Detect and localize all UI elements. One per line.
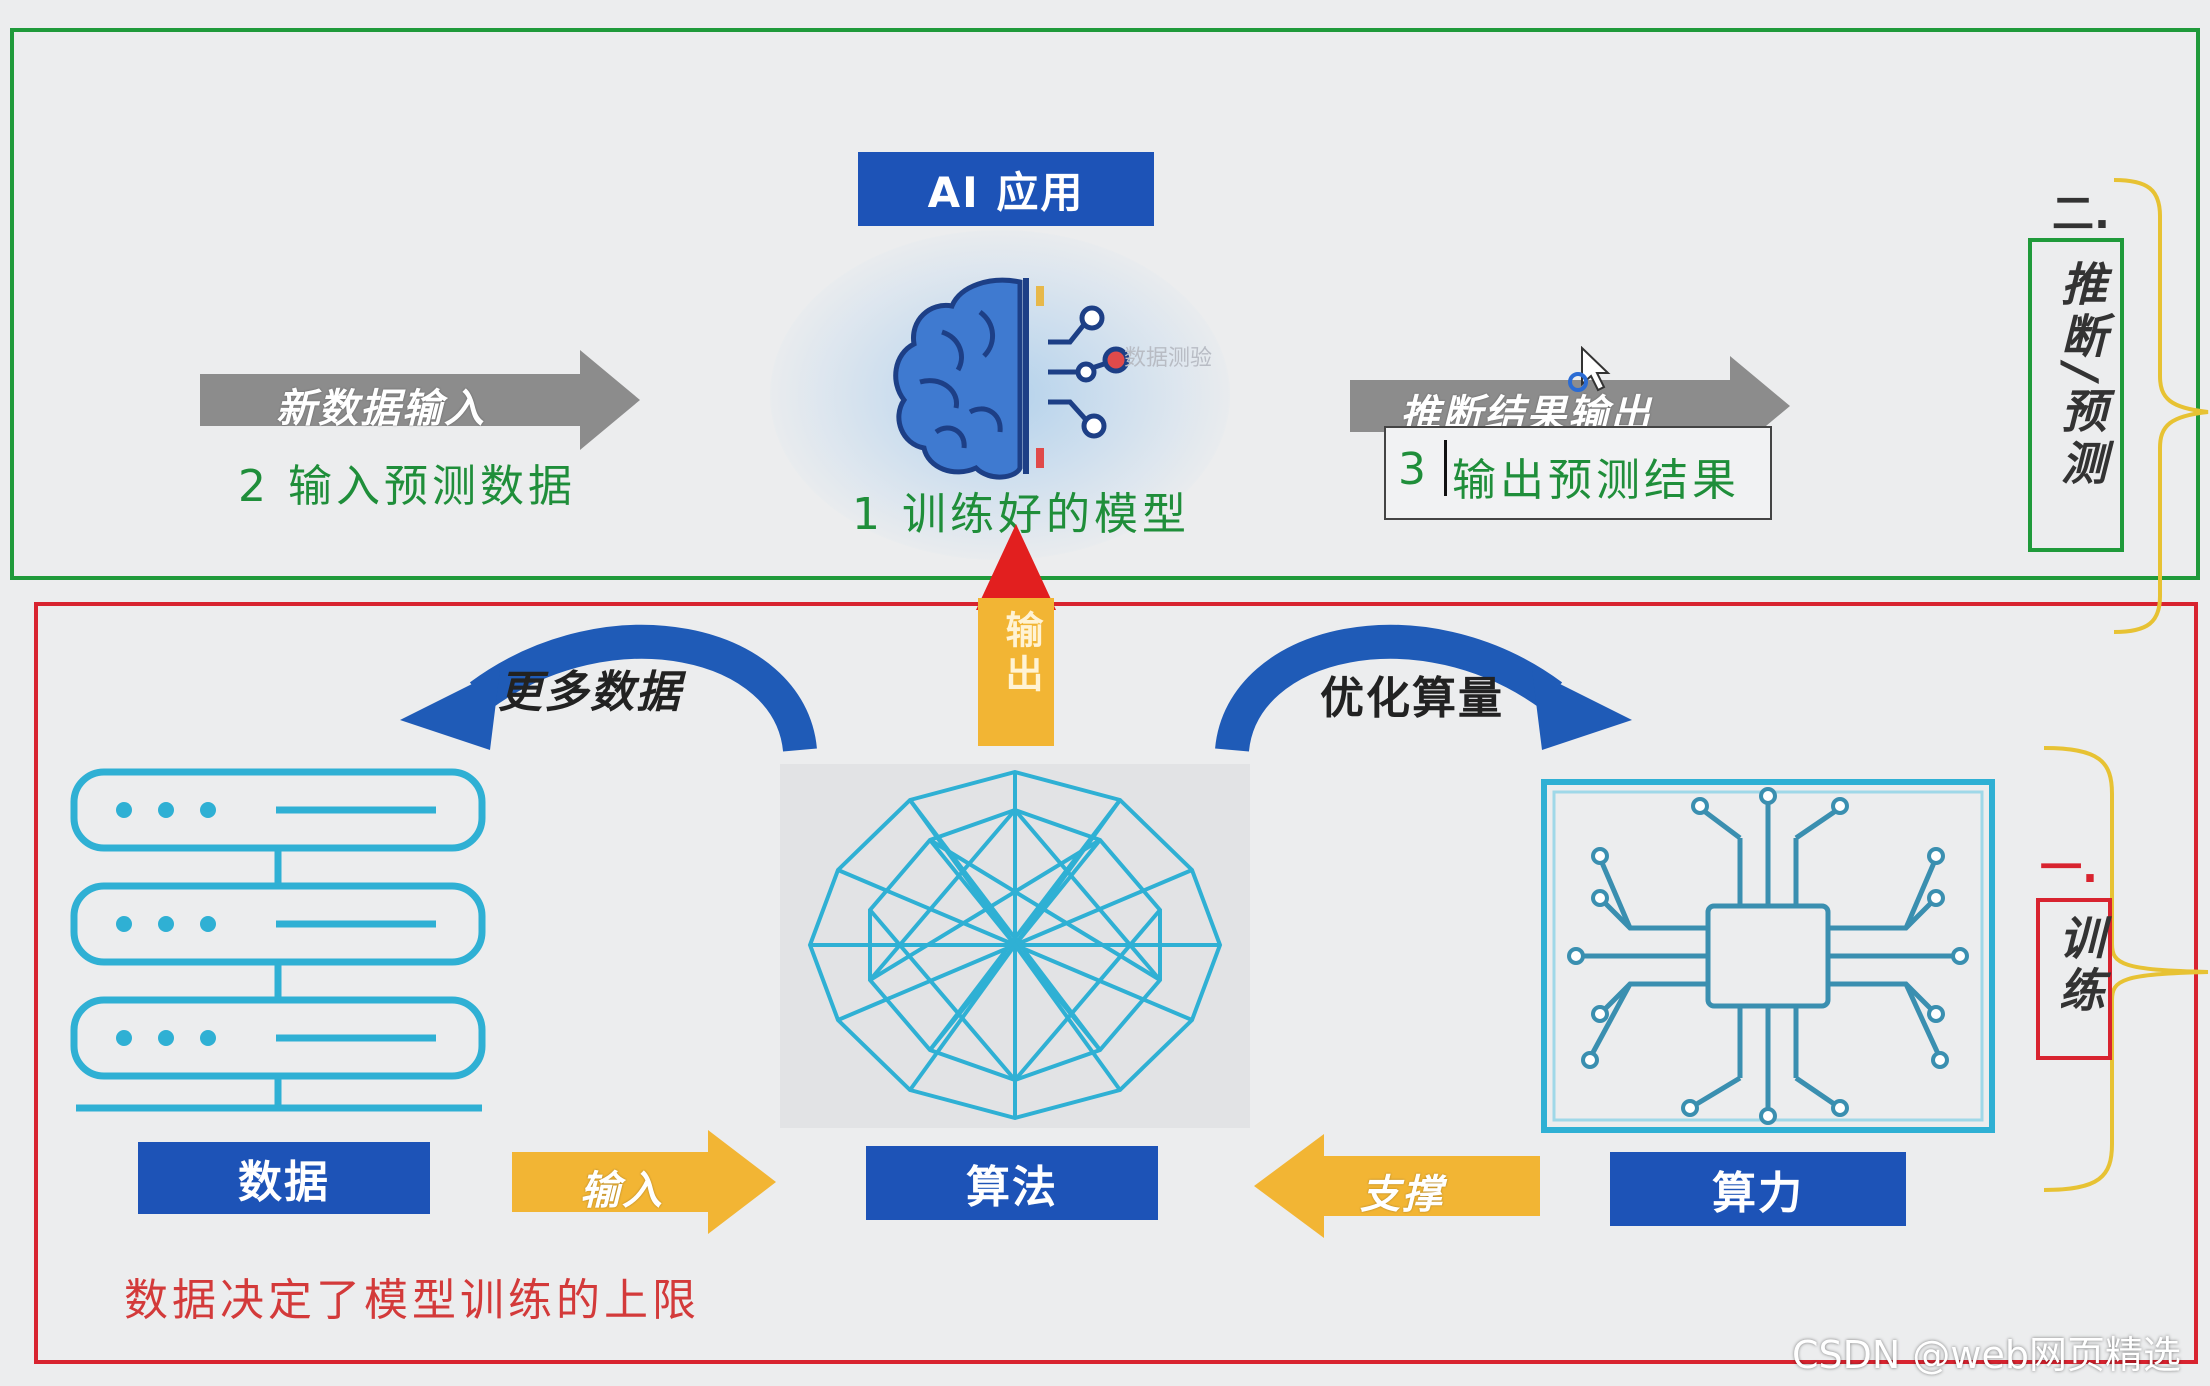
step-3-box: [1384, 426, 1772, 520]
support-gold-arrow: [1254, 1134, 1540, 1238]
faint-caption: 数据测验: [1124, 346, 1213, 371]
more-data-curved-arrow: [400, 624, 817, 753]
training-side-box: [2036, 898, 2112, 1060]
red-up-arrow: [976, 524, 1056, 610]
support-arrow-label: 支撑: [1360, 1172, 1444, 1218]
ai-brain-icon: [893, 277, 1130, 480]
training-brace: [2043, 746, 2209, 1192]
new-data-input-arrow: [200, 350, 640, 450]
more-data-label: 更多数据: [498, 667, 682, 718]
ai-application-label: AI 应用: [858, 152, 1154, 226]
watermark: CSDN @web网页精选: [1792, 1333, 2181, 1377]
data-label-box: 数据: [138, 1142, 430, 1214]
inference-brace: [2113, 178, 2209, 634]
output-vertical-box: [978, 598, 1054, 746]
inference-side-number: 二.: [2052, 189, 2110, 238]
training-side-label: 训练: [2052, 914, 2106, 1018]
step-2-text: 2 输入预测数据: [238, 461, 576, 512]
inference-side-label: 推断/预测: [2054, 260, 2108, 491]
algorithm-network-sphere-icon: [807, 770, 1223, 1120]
step-3-number: 3: [1398, 444, 1430, 495]
compute-chip-icon: [1541, 779, 1995, 1133]
new-data-input-label: 新数据输入: [276, 386, 486, 432]
step-3-text: 输出预测结果: [1452, 455, 1740, 506]
data-limit-text: 数据决定了模型训练的上限: [124, 1275, 700, 1326]
training-side-number: 一.: [2040, 843, 2098, 892]
compute-label-box: 算力: [1610, 1152, 1906, 1226]
optimize-label: 优化算量: [1320, 673, 1504, 724]
inference-side-box: [2028, 238, 2124, 552]
text-cursor: [1444, 440, 1447, 496]
input-gold-arrow: [512, 1130, 776, 1234]
server-data-icon: [70, 768, 486, 1112]
algorithm-label-box: 算法: [866, 1146, 1158, 1220]
inference-frame: [10, 28, 2200, 580]
mouse-pointer-icon: [1568, 346, 1611, 392]
optimize-curved-arrow: [1215, 624, 1632, 753]
input-arrow-label: 输入: [580, 1168, 664, 1214]
output-vertical-label: 输出: [999, 610, 1043, 698]
training-frame: [34, 602, 2198, 1364]
